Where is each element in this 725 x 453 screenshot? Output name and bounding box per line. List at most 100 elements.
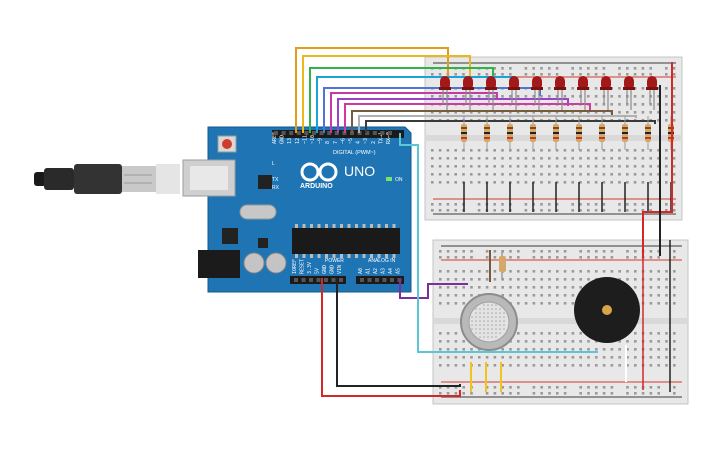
power-pin-label: 5V <box>315 268 321 274</box>
analog-pin-label: A5 <box>396 268 402 274</box>
led[interactable] <box>600 76 612 110</box>
resistor[interactable] <box>553 116 559 150</box>
led[interactable] <box>577 76 589 110</box>
digital-pin[interactable] <box>312 131 316 135</box>
analog-pin-label: A2 <box>373 268 379 274</box>
piezo-buzzer[interactable] <box>574 277 640 343</box>
digital-pin-label: ~5 <box>348 138 354 144</box>
sensor-resistor[interactable] <box>489 250 506 282</box>
on-led-label: ON <box>395 177 403 183</box>
wire-rail-power[interactable] <box>642 62 673 258</box>
digital-header-label: DIGITAL (PWM~) <box>333 150 376 156</box>
led[interactable] <box>439 76 451 110</box>
analog-pin[interactable] <box>390 278 394 282</box>
wire-pin4[interactable] <box>358 115 637 133</box>
digital-pin[interactable] <box>372 131 377 135</box>
resistor[interactable] <box>530 116 536 150</box>
wire-pin8[interactable] <box>330 92 498 133</box>
digital-pin-label: 12 <box>295 138 301 144</box>
digital-pin-label: RX←0 <box>386 132 392 144</box>
digital-pin-label: ~3 <box>363 138 369 144</box>
wire-gnd[interactable] <box>336 278 461 387</box>
gas-sensor[interactable] <box>460 293 518 351</box>
digital-pin[interactable] <box>274 131 278 135</box>
digital-pin[interactable] <box>334 131 339 135</box>
digital-pin[interactable] <box>289 131 294 135</box>
wire-5v[interactable] <box>321 278 461 397</box>
led[interactable] <box>462 76 474 110</box>
digital-pin-label: 7 <box>333 141 339 144</box>
digital-pin-label: ~9 <box>318 138 324 144</box>
digital-pin-label: ~11 <box>302 135 308 144</box>
analog-pin[interactable] <box>382 278 387 282</box>
led[interactable] <box>508 76 520 110</box>
analog-pin-label: A1 <box>366 268 372 274</box>
model-text: UNO <box>344 163 375 179</box>
atmega-chip <box>292 228 400 254</box>
power-pin[interactable] <box>316 278 321 282</box>
power-pin-label: GND <box>330 265 336 274</box>
reset-button[interactable] <box>222 139 232 149</box>
digital-pin-label: ~10 <box>310 135 316 144</box>
led[interactable] <box>485 76 497 110</box>
digital-wires[interactable] <box>295 47 656 133</box>
wire-pin2-buzzer[interactable] <box>399 133 598 353</box>
resistor[interactable] <box>622 116 628 150</box>
digital-pin[interactable] <box>296 131 301 135</box>
analog-pin[interactable] <box>367 278 372 282</box>
rx-label: RX <box>272 185 280 191</box>
power-pin-label: IOREF <box>292 259 298 274</box>
analog-pin-label: A4 <box>388 268 394 274</box>
wire-a0-sensor[interactable] <box>399 278 468 299</box>
digital-pin[interactable] <box>388 131 392 135</box>
wire-pin11[interactable] <box>309 67 494 133</box>
led[interactable] <box>623 76 635 110</box>
resistor[interactable] <box>599 116 605 150</box>
power-pin-label: VIN <box>337 265 343 274</box>
digital-pin[interactable] <box>380 131 385 135</box>
digital-pin-label: 8 <box>325 141 331 144</box>
wire-pin13[interactable] <box>295 47 449 133</box>
resistor[interactable] <box>484 116 490 150</box>
power-pin[interactable] <box>324 278 328 282</box>
digital-pin-label: GND <box>280 135 286 144</box>
analog-pin-label: A0 <box>358 268 364 274</box>
led[interactable] <box>554 76 566 110</box>
resistor[interactable] <box>507 116 513 150</box>
digital-pin[interactable] <box>281 131 286 135</box>
digital-pin[interactable] <box>304 131 309 135</box>
power-pin[interactable] <box>339 278 343 282</box>
digital-pin[interactable] <box>327 131 332 135</box>
analog-pin[interactable] <box>375 278 379 282</box>
power-pin[interactable] <box>301 278 306 282</box>
digital-pin[interactable] <box>319 131 324 135</box>
digital-pin-label: 4 <box>356 141 362 144</box>
power-pin[interactable] <box>309 278 313 282</box>
power-pin-label: RESET <box>300 259 306 274</box>
tx-label: TX <box>272 177 279 183</box>
led[interactable] <box>646 76 658 110</box>
wire-pin5[interactable] <box>351 110 613 133</box>
digital-pin-label: ~6 <box>340 138 346 144</box>
led-array[interactable] <box>439 76 658 110</box>
power-pin-label: GND <box>322 265 328 274</box>
power-pin-label: 3.3V <box>307 262 313 274</box>
digital-pin[interactable] <box>365 131 370 135</box>
resistor[interactable] <box>576 116 582 150</box>
analog-header[interactable] <box>356 276 404 284</box>
power-pin[interactable] <box>294 278 298 282</box>
wire-pin9[interactable] <box>323 87 541 133</box>
wire-pin7[interactable] <box>337 98 569 133</box>
led[interactable] <box>531 76 543 110</box>
analog-label: ANALOG IN <box>368 258 396 264</box>
wire-pin6[interactable] <box>344 103 591 133</box>
analog-pin[interactable] <box>360 278 364 282</box>
usb-cable[interactable] <box>34 164 180 194</box>
resistor[interactable] <box>645 116 651 150</box>
resistor[interactable] <box>461 116 467 150</box>
arduino-logo: ARDUINO UNO <box>300 162 375 190</box>
digital-pin-label: 13 <box>287 138 293 144</box>
power-pin[interactable] <box>331 278 336 282</box>
